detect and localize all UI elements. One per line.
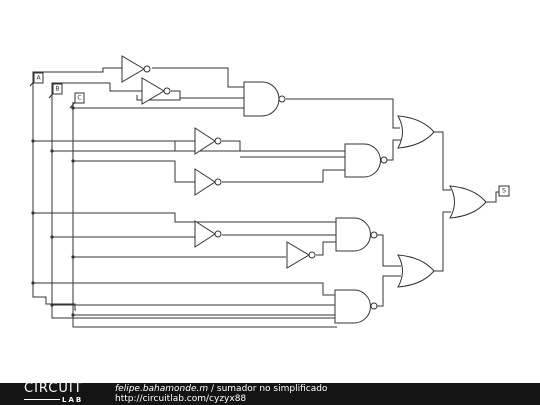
wire-not-b-mid-out [222,140,241,151]
input-label-c: C [77,95,81,102]
not-gate-b-top [141,77,171,105]
logo-wire-icon [24,399,60,400]
nand-gate-4 [334,289,378,324]
input-label-b: B [55,86,59,93]
input-label-a: A [36,75,41,82]
junction [31,139,35,143]
logo-sub: LAB [62,396,84,404]
wire-or1-out [434,131,451,191]
separator: / [208,384,217,394]
wire-bus-c [72,102,337,328]
output-label-s: S [502,188,506,195]
junctions [31,106,75,317]
wire-a-to-nand2 [33,140,345,152]
circuitlab-logo[interactable]: CIRCUIT LAB [24,381,96,404]
wire-or2-out [434,211,451,272]
wire-nand2-out [387,139,402,161]
or-gate-1 [397,115,435,149]
input-pin-a[interactable]: A [29,72,44,87]
wire-output [486,191,500,203]
footer-credit: felipe.bahamonde.m / sumador no simplifi… [115,384,327,395]
junction [71,255,75,259]
wire-c-to-not-c-mid [73,160,195,183]
circuit-url[interactable]: http://circuitlab.com/cyzyx88 [115,394,247,404]
junction [71,106,75,110]
footer-bar: CIRCUIT LAB felipe.bahamonde.m / sumador… [0,381,540,405]
wire-a-to-nand4 [33,282,335,296]
junction [71,313,75,317]
not-gate-c-low [286,241,316,269]
wire-nand1-out [286,98,400,129]
nand-gate-3 [335,217,378,252]
not-gate-c-mid [194,168,222,196]
or-gate-2 [397,254,435,288]
wire-not-c-low-out [316,241,336,256]
output-pin-s[interactable]: S [498,185,510,197]
wire-not-a-top-out [152,67,244,88]
input-pin-c[interactable]: C [69,92,85,109]
wires [32,67,500,328]
junction [31,211,35,215]
wire-nand4-out [377,275,401,307]
junction [50,149,54,153]
wire-a-to-not-a-top [32,67,122,80]
junction [71,159,75,163]
wire-bus-b [51,92,335,319]
or-gate-output [449,185,487,219]
circuit-title[interactable]: sumador no simplificado [216,384,328,394]
wire-b-to-not-b-mid [52,140,195,152]
circuit-diagram: A B C S [29,55,510,328]
wire-not-b-top-out [136,90,181,101]
wire-not-c-mid-out [222,169,345,183]
not-gate-b-low [194,220,222,248]
author-link[interactable]: felipe.bahamonde.m [115,384,209,394]
nand-gate-2 [344,143,388,178]
wire-nand3-out [377,234,401,267]
wire-b-to-not-b-top [51,82,142,92]
wire-a-to-nand3 [33,212,336,223]
junction [50,303,54,307]
nand-gate-1 [243,81,286,117]
wire-bus-a [32,80,76,311]
junction [50,235,54,239]
input-pin-b[interactable]: B [48,83,63,99]
junction [31,281,35,285]
not-gate-b-mid [194,127,222,155]
logo-word: CIRCUIT [24,381,83,396]
not-gate-a-top [121,55,151,83]
